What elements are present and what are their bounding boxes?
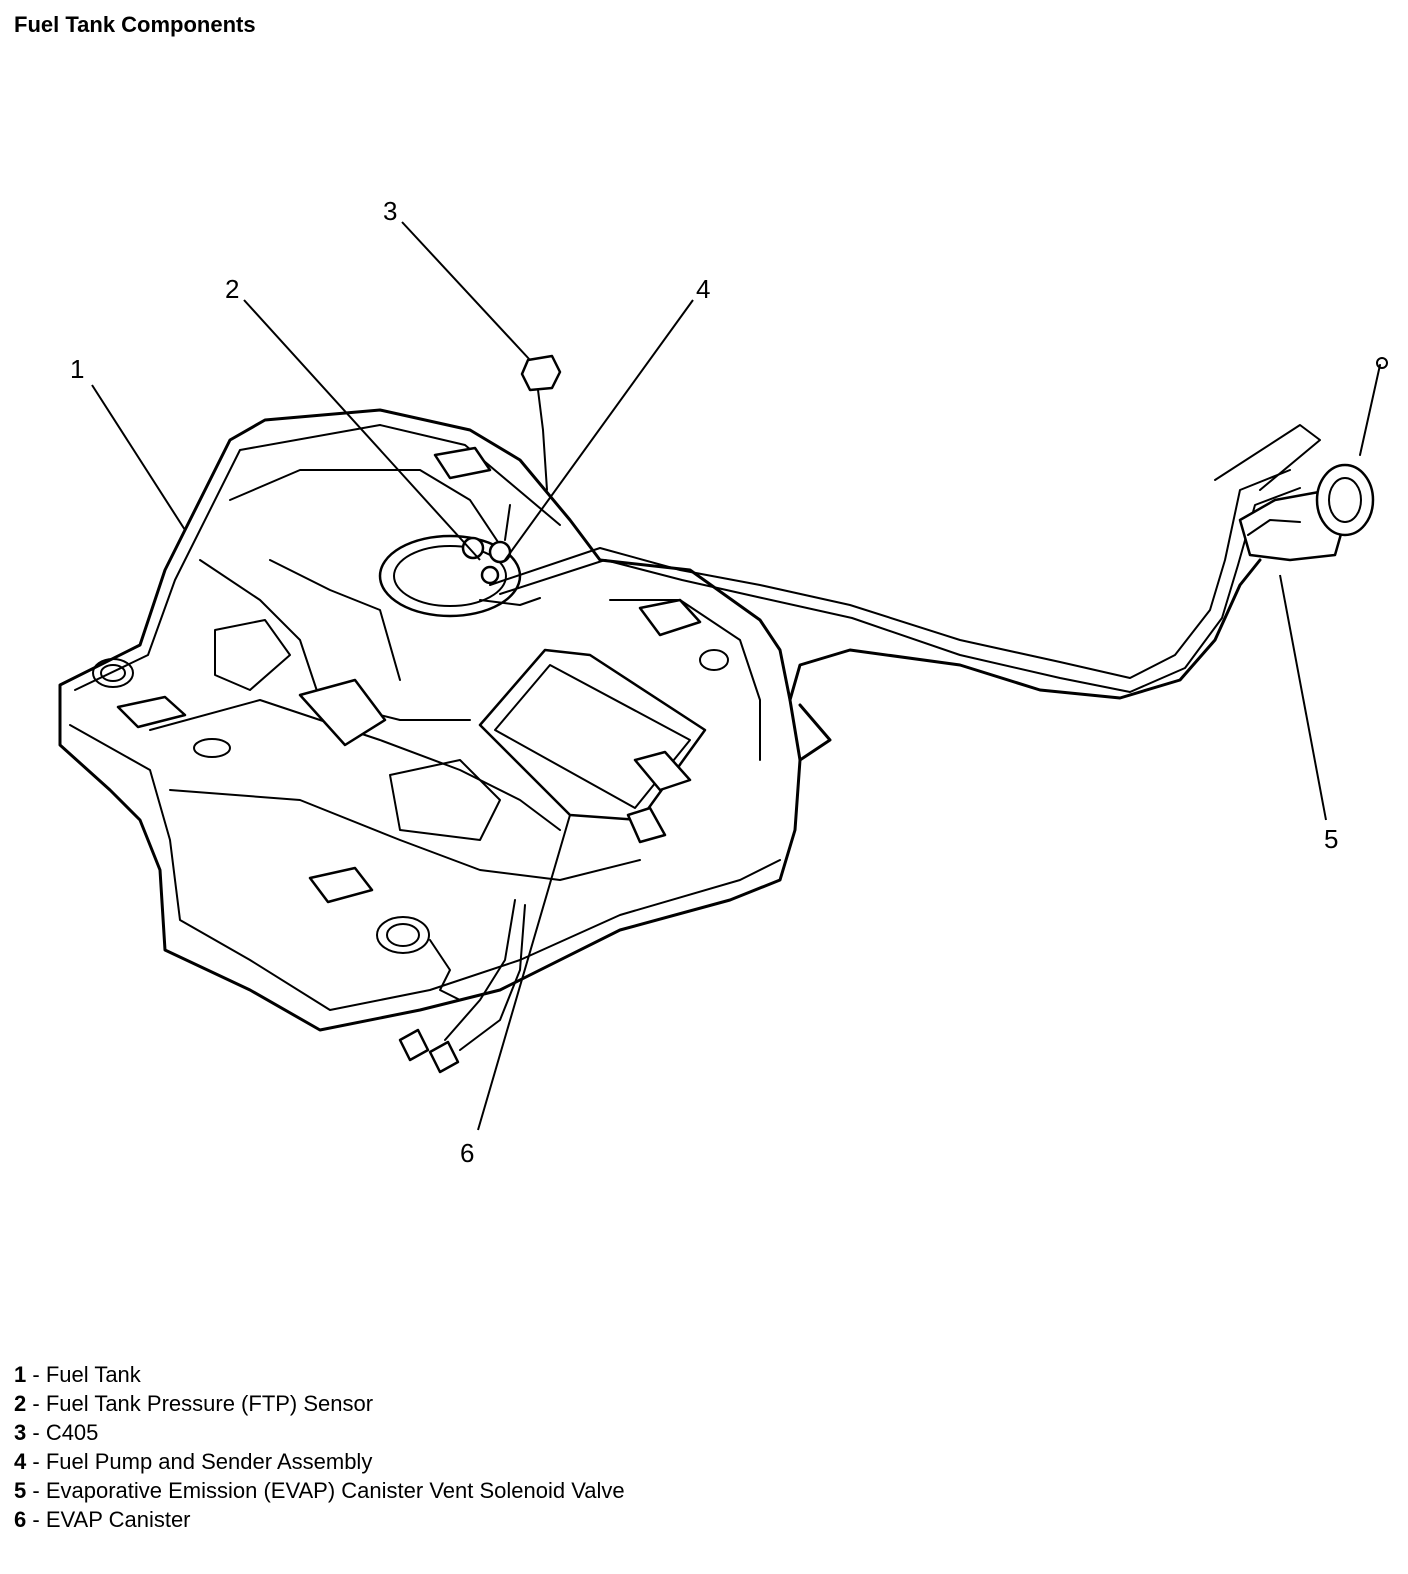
c405-connector [520,354,562,491]
legend-label: EVAP Canister [45,1507,191,1532]
legend-label: C405 [45,1420,99,1445]
legend-separator: - [26,1362,46,1387]
fuel-tank [58,408,802,1032]
legend-number: 1 [14,1362,27,1387]
leader-line-4 [504,299,694,561]
legend-item: 3 - C405 [14,1418,625,1447]
legend-label: Evaporative Emission (EVAP) Canister Ven… [45,1478,625,1503]
callout-3: 3 [383,196,397,226]
legend-label: Fuel Tank [45,1362,141,1387]
legend-item: 6 - EVAP Canister [14,1505,625,1534]
legend-number: 6 [14,1507,27,1532]
leader-line-6 [477,814,571,1131]
legend-list: 1 - Fuel Tank 2 - Fuel Tank Pressure (FT… [14,1360,625,1534]
legend-label: Fuel Tank Pressure (FTP) Sensor [45,1391,374,1416]
legend-item: 1 - Fuel Tank [14,1360,625,1389]
legend-separator: - [26,1478,46,1503]
fuel-pump-sender-assembly [378,504,541,618]
diagram-title: Fuel Tank Components [14,12,256,37]
legend-number: 5 [14,1478,27,1503]
legend-item: 5 - Evaporative Emission (EVAP) Canister… [14,1476,625,1505]
legend-item: 4 - Fuel Pump and Sender Assembly [14,1447,625,1476]
legend-item: 2 - Fuel Tank Pressure (FTP) Sensor [14,1389,625,1418]
legend-separator: - [26,1507,46,1532]
leader-line-1 [91,384,186,531]
leader-line-5 [1279,574,1327,821]
legend-number: 4 [14,1449,27,1474]
fuel-lines [489,357,1388,762]
legend-label: Fuel Pump and Sender Assembly [45,1449,373,1474]
callout-2: 2 [225,274,239,304]
evap-vent-solenoid-valve [1238,463,1375,562]
evap-canister [478,648,707,844]
callout-6: 6 [460,1138,474,1168]
wiring-harness [398,899,526,1074]
callout-1: 1 [70,354,84,384]
legend-separator: - [26,1420,46,1445]
callout-4: 4 [696,274,710,304]
callout-5: 5 [1324,824,1338,854]
leader-line-2 [243,299,481,561]
legend-number: 2 [14,1391,27,1416]
legend-number: 3 [14,1420,27,1445]
leader-line-3 [401,221,531,361]
legend-separator: - [26,1391,46,1416]
legend-separator: - [26,1449,46,1474]
